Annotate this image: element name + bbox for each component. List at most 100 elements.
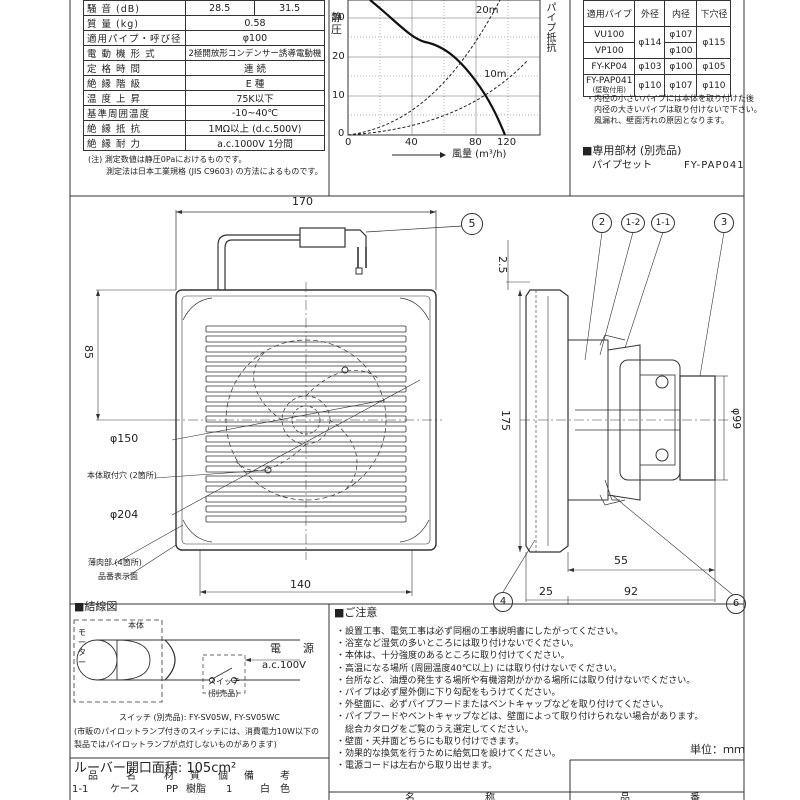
callout-1-2: 1-2 (621, 213, 645, 233)
pipe-row: FY-PAP041 (壁取付用) φ110 φ107 φ110 (582, 74, 732, 97)
caution-item: ・本体は、十分強度のあるところに取り付けてください。 (336, 651, 570, 662)
chart-y-tick: 10 (332, 90, 345, 101)
wiring-lamp-note: (市販のパイロットランプ付きのスイッチには、消費電力10W以下の (74, 727, 319, 736)
unit-label: 単位：ｍｍ (690, 743, 745, 756)
front-view (96, 210, 463, 596)
spec-row: 電 動 機 形 式 2極開放形コンデンサー誘導電動機 (83, 45, 326, 61)
side-grille-plate (525, 289, 569, 553)
label-mount-holes: 本体取付穴 (2箇所) (87, 471, 157, 480)
caution-item: ・壁面・天井面どちらにも取り付けできます。 (336, 736, 525, 747)
caution-item: 総合カタログをご覧のうえ選定してください。 (336, 724, 534, 735)
caution-item: ・設置工事、電気工事は必ず同梱の工事説明書にしたがってください。 (336, 627, 624, 637)
bom-header: 品 (88, 771, 98, 782)
bom-header: 質 (190, 771, 200, 782)
bom-header: 名 (126, 771, 136, 782)
wiring-switch-label: スイッチ (208, 677, 240, 686)
dim-55: 55 (614, 554, 628, 567)
parts-item-code: FY-PAP041 (684, 160, 745, 171)
caution-item: ・外壁面に、必ずパイプフードまたはベントキャップなどを取り付けてください。 (336, 700, 669, 711)
pipe-adapter (679, 375, 716, 481)
pipe-note: 内径の大きいパイプは取り付けないで下さい。 (586, 105, 762, 114)
bom-header: 個 (218, 771, 228, 782)
bom-note: 色 (280, 784, 290, 795)
parts-heading: ■専用部材 (別売品) (582, 144, 682, 157)
spec-row: 騒 音 (dB) 28.5 31.5 (83, 0, 326, 16)
spec-note: (注) 測定数値は静圧0Paにおけるものです。 (88, 155, 247, 164)
curve-label-10m: 10m (484, 69, 507, 80)
title-block-col: 品 (620, 793, 630, 800)
caution-item: ・効果的な換気を行うために給気口を設けてください。 (336, 749, 561, 760)
wiring-power-label: 電 源 (270, 642, 314, 655)
title-block-col: 名 (405, 793, 415, 800)
dim-175: 175 (499, 410, 512, 431)
capacitor-symbol (116, 639, 151, 681)
wiring-motor-label: モーター (78, 628, 86, 667)
wiring-body-label: 本体 (128, 621, 144, 630)
dim-92: 92 (624, 585, 638, 598)
pipe-row: VU100 φ114 φ107 φ115 (582, 26, 732, 59)
chart-side-label: パイプ抵抗 (544, 2, 555, 52)
cautions-list: ・設置工事、電気工事は必ず同梱の工事説明書にしたがってください。 ・浴室など湿気… (336, 626, 703, 772)
chart-y-tick: 20 (332, 51, 345, 62)
parts-item-name: パイプセット (592, 160, 652, 171)
wiring-switch-note: スイッチ (別売品): FY-SV05W, FY-SV05WC (119, 713, 280, 722)
callout-2: 2 (592, 213, 612, 233)
curve-label-20m: 20m (476, 5, 499, 16)
power-plug (299, 227, 346, 248)
chart-x-tick: 80 (469, 137, 482, 148)
bom-header: 材 (164, 771, 174, 782)
pipe-header: 下穴径 (696, 0, 732, 27)
wiring-heading: ■結線図 (74, 600, 118, 613)
bom-qty: 1 (226, 784, 233, 795)
wiring-lamp-note: 製品ではパイロットランプが点灯しないものがあります) (74, 740, 277, 749)
callout-6: 6 (726, 594, 746, 614)
spec-row: 基準周囲温度 -10~40℃ (83, 105, 326, 121)
pipe-name: FY-PAP041 (586, 75, 633, 86)
bom-part-name: ケース (110, 784, 140, 795)
caution-item: ・電源コードは左右から取り出せます。 (336, 761, 498, 772)
bom-header: 備 (244, 771, 254, 782)
wiring-voltage-label: a.c.100V (262, 660, 306, 671)
dim-phi204: φ204 (110, 508, 139, 521)
pipe-hole: φ115 (696, 26, 732, 59)
fan-curve-chart (347, 0, 541, 158)
pipe-resistance-10m (347, 59, 529, 136)
chart-x-tick: 0 (345, 137, 352, 148)
fan-curve (369, 0, 507, 136)
bom-material: PP (166, 784, 179, 795)
bom-material-type: 樹脂 (186, 784, 206, 795)
louver-area: ルーバー開口面積: 105cm² (74, 761, 237, 776)
callout-1-1: 1-1 (651, 213, 675, 233)
dim-85: 85 (82, 345, 95, 359)
spec-value: a.c.1000V 1分間 (184, 135, 326, 151)
pipe-table: 適用パイプ 外径 内径 下穴径 VU100 φ114 φ107 φ115 VP1… (582, 0, 732, 97)
spec-table: 騒 音 (dB) 28.5 31.5 質 量 (kg) 0.58 適用パイプ・呼… (83, 0, 326, 151)
chart-y-tick: 30 (332, 12, 345, 23)
spec-row: 絶 縁 抵 抗 1MΩ以上 (d.c.500V) (83, 120, 326, 136)
chart-y-label: 静圧 (331, 11, 342, 36)
bom-part-no: 1-1 (72, 784, 89, 795)
bom-header: 考 (280, 771, 290, 782)
title-block-col: 称 (485, 793, 495, 800)
pipe-hole: φ110 (696, 74, 732, 97)
spec-row: 質 量 (kg) 0.58 (83, 15, 326, 31)
side-view (502, 231, 734, 604)
pipe-resistance-20m (347, 0, 501, 136)
label-display-surface: 品番表示面 (98, 572, 138, 581)
pipe-header: 内径 (664, 0, 698, 27)
wiring-switch-sub: (別売品) (208, 689, 239, 698)
callout-5: 5 (461, 213, 483, 235)
dim-170: 170 (292, 195, 313, 208)
caution-item: ・浴室など湿気の多いところには取り付けないでください。 (336, 639, 579, 650)
dim-2-5: 2.5 (496, 256, 509, 274)
pipe-header: 外径 (634, 0, 666, 27)
pipe-sub: (壁取付用) (592, 85, 626, 94)
caution-item: ・パイプは必ず屋外側に下り勾配をもうけてください。 (336, 688, 561, 699)
chart-frame (347, 0, 541, 136)
chart-x-tick: 120 (497, 137, 517, 148)
label-thin-parts: 薄肉部 (4箇所) (88, 558, 142, 567)
pipe-note: 風漏れ、壁面汚れの原因となります。 (586, 116, 730, 125)
wiring-diagram (73, 619, 300, 703)
caution-item: ・高温になる場所 (周囲温度40℃以上) には取り付けないでください。 (336, 663, 623, 674)
